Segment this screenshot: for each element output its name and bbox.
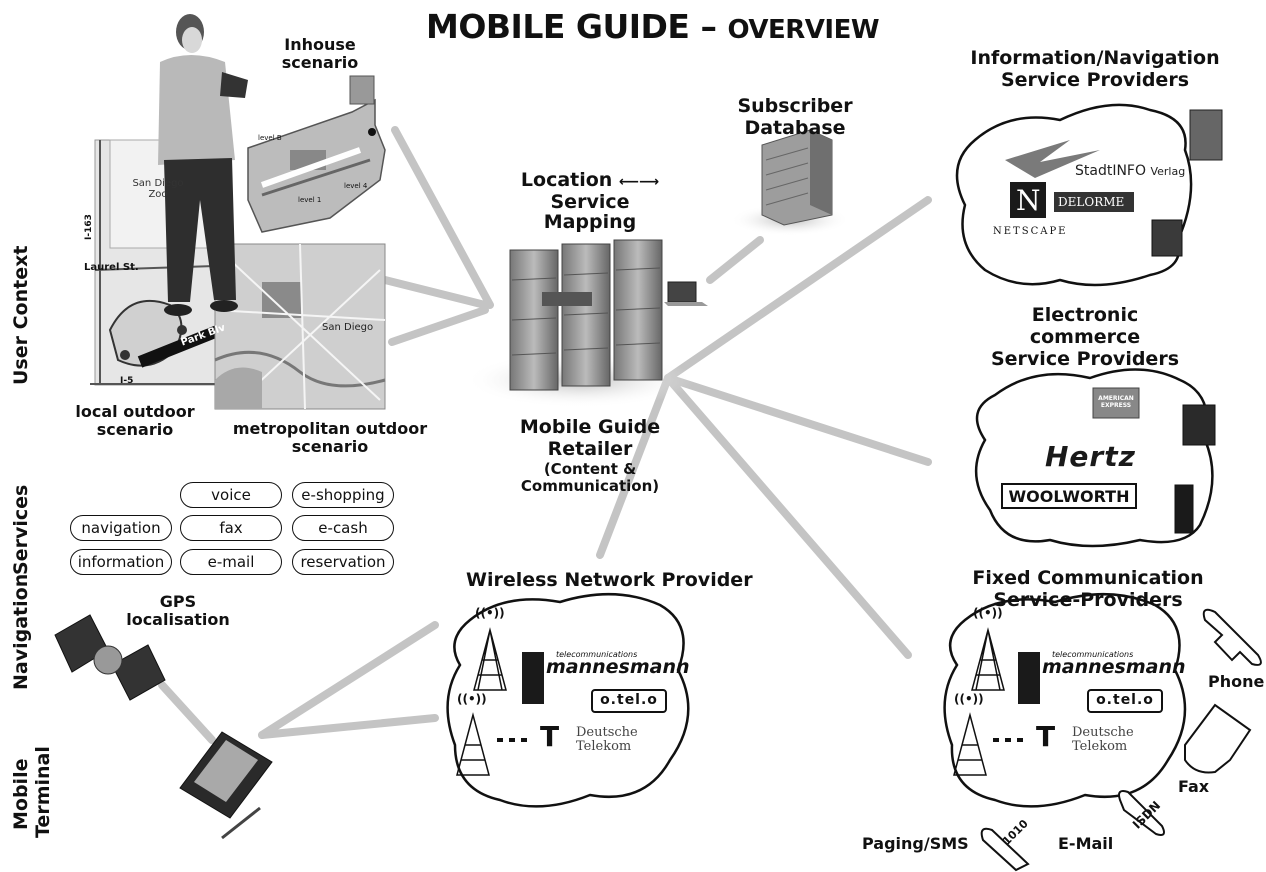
wireless-provider-label: Wireless Network Provider: [466, 569, 753, 591]
pda-terminal-icon: [179, 731, 273, 840]
gps-label: GPS localisation: [126, 592, 230, 630]
local-outdoor-label: local outdoor scenario: [75, 402, 195, 440]
gps-satellite-icon: [54, 614, 166, 701]
otelo-logo: o.tel.o: [600, 692, 658, 708]
stadtinfo-logo: StadtINFO Verlag: [1075, 163, 1186, 179]
ecommerce-provider-label: Electronic commerce Service Providers: [990, 304, 1179, 370]
connection-lines: [158, 126, 932, 744]
title-main: MOBILE GUIDE: [426, 7, 690, 46]
metropolitan-outdoor-label: metropolitan outdoor scenario: [232, 419, 428, 457]
mannesmann-logo: mannesmann: [546, 656, 690, 678]
antenna-towers: [456, 627, 1026, 776]
antenna-signal-icon: ((•)): [954, 692, 984, 706]
side-label-navigation: Navigation: [10, 573, 32, 690]
service-pill-information: information: [70, 549, 172, 575]
service-pill-fax: fax: [180, 515, 282, 541]
retailer-label: Mobile Guide Retailer (Content & Communi…: [519, 416, 661, 495]
antenna-signal-icon: ((•)): [475, 606, 505, 620]
title-dash: –: [689, 7, 728, 46]
i5-label: I-5: [120, 376, 134, 386]
service-pill-e-cash: e-cash: [292, 515, 394, 541]
i163-label: I-163: [84, 214, 94, 240]
info-provider-hardware: [1151, 109, 1223, 257]
ecommerce-hardware: [1174, 404, 1216, 534]
service-pill-navigation: navigation: [70, 515, 172, 541]
email-label: E-Mail: [1058, 834, 1114, 853]
subscriber-database-icon: [730, 129, 850, 236]
side-label-user-context: User Context: [10, 245, 32, 385]
level-1-label: level 1: [298, 196, 322, 204]
mannesmann-logo-fixed: mannesmann: [1042, 656, 1186, 678]
subscriber-database-label: Subscriber Database: [737, 95, 853, 139]
pager-phone-icon: [980, 827, 1030, 872]
service-pill-voice: voice: [180, 482, 282, 508]
fax-label: Fax: [1178, 777, 1210, 796]
netscape-n-logo: N: [1016, 184, 1041, 217]
info-provider-logos: [1005, 140, 1134, 218]
endpoint-devices: [980, 608, 1262, 872]
info-provider-label: Information/Navigation Service Providers: [970, 47, 1220, 91]
otelo-boxes: [591, 689, 1163, 713]
netscape-logo: NETSCAPE: [993, 226, 1068, 237]
mannesmann-small-text-fixed: telecommunications: [1052, 650, 1134, 659]
zoo-label: San Diego Zoo: [132, 178, 184, 200]
fixed-provider-label: Fixed Communication Service-Providers: [972, 567, 1204, 611]
antenna-signal-icon: ((•)): [457, 692, 487, 706]
laurel-label: Laurel St.: [84, 262, 139, 273]
phone-handset-icon: [1202, 608, 1262, 666]
page-title: MOBILE GUIDE – OVERVIEW: [426, 7, 880, 46]
service-pill-e-shopping: e-shopping: [292, 482, 394, 508]
delorme-logo: DELORME: [1058, 195, 1125, 209]
title-sub: OVERVIEW: [727, 15, 880, 45]
antenna-signal-icon: ((•)): [973, 606, 1003, 620]
metropolitan-map: [214, 243, 386, 410]
location-service-mapping-label: Location ⟵⟶ Service Mapping: [520, 169, 660, 233]
level-4-label: level 4: [344, 182, 368, 190]
telekom-t-logo: T: [540, 720, 560, 753]
side-label-terminal: Terminal: [32, 746, 54, 838]
paging-sms-label: Paging/SMS: [862, 834, 969, 853]
woolworth-logo-box: [1001, 483, 1137, 509]
mannesmann-logo-graphics: [522, 652, 1040, 704]
fax-machine-icon: [1184, 703, 1252, 774]
fixed-provider-cloud: [943, 592, 1187, 808]
telekom-logo: Deutsche Telekom: [576, 725, 638, 755]
retailer-server: [465, 239, 708, 408]
otelo-logo-fixed: o.tel.o: [1096, 692, 1154, 708]
inhouse-scenario-label: Inhouse scenario: [281, 35, 359, 73]
san-diego-map-label: San Diego: [322, 322, 374, 333]
side-label-mobile: Mobile: [10, 758, 32, 830]
amex-logo-box: [1092, 387, 1140, 419]
woman-figure: [158, 14, 248, 316]
side-label-services: Services: [10, 484, 32, 575]
bidirectional-arrow-icon: ⟵⟶: [618, 174, 660, 190]
mannesmann-small-text: telecommunications: [556, 650, 638, 659]
hertz-logo: Hertz: [1045, 440, 1136, 473]
amex-logo: AMERICAN EXPRESS: [1098, 395, 1134, 409]
isdn-phone-icon: [1118, 790, 1165, 836]
woolworth-logo: WOOLWORTH: [1008, 487, 1130, 506]
inhouse-floorplan: [247, 75, 386, 233]
level-b-label: level B: [258, 134, 282, 142]
wireless-provider-cloud: [446, 592, 690, 808]
phone-label: Phone: [1208, 672, 1265, 691]
service-pill-reservation: reservation: [292, 549, 394, 575]
telekom-t-logo-fixed: T: [1036, 720, 1056, 753]
telekom-logo-fixed: Deutsche Telekom: [1072, 725, 1134, 755]
service-pill-e-mail: e-mail: [180, 549, 282, 575]
